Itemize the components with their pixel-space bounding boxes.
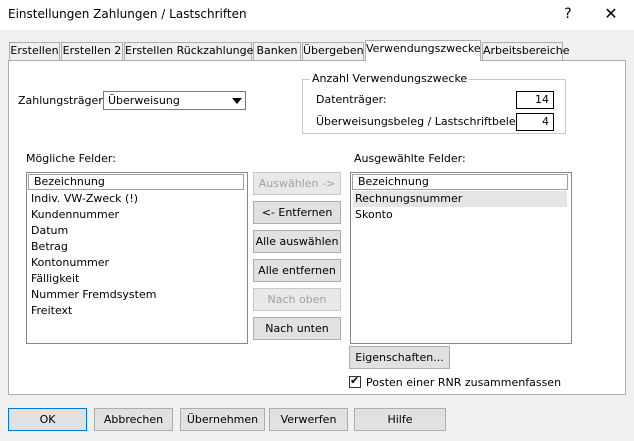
list-item[interactable]: Kontonummer — [31, 256, 110, 269]
title-bar — [0, 0, 634, 30]
help-button[interactable]: Hilfe — [354, 408, 446, 431]
tab-erstellen-rueckzahlungen[interactable]: Erstellen Rückzahlungen — [124, 42, 260, 60]
list-item[interactable]: Skonto — [355, 208, 393, 221]
tab-banken[interactable]: Banken — [253, 42, 301, 60]
chevron-down-icon — [232, 98, 242, 104]
remove-button[interactable]: <- Entfernen — [253, 201, 341, 224]
apply-button[interactable]: Übernehmen — [180, 408, 265, 431]
tab-uebergeben[interactable]: Übergeben — [302, 42, 364, 60]
properties-button[interactable]: Eigenschaften... — [349, 346, 450, 369]
list-item[interactable]: Nummer Fremdsystem — [31, 288, 157, 301]
discard-button[interactable]: Verwerfen — [269, 408, 348, 431]
available-fields-label: Mögliche Felder: — [26, 152, 116, 165]
selected-fields-label: Ausgewählte Felder: — [354, 152, 466, 165]
move-up-button[interactable]: Nach oben — [253, 288, 341, 311]
combine-checkbox-label[interactable]: Posten einer RNR zusammenfassen — [366, 376, 562, 389]
tab-arbeitsbereiche[interactable]: Arbeitsbereiche — [482, 42, 570, 60]
remove-all-button[interactable]: Alle entfernen — [253, 259, 341, 282]
select-all-button[interactable]: Alle auswählen — [253, 230, 341, 253]
list-item[interactable]: Rechnungsnummer — [353, 191, 567, 207]
zahlungstraeger-select[interactable]: Überweisung — [103, 91, 246, 110]
list-item[interactable]: Betrag — [31, 240, 68, 253]
move-down-button[interactable]: Nach unten — [253, 317, 341, 340]
list-item[interactable]: Kundennummer — [31, 208, 119, 221]
checkmark-icon: ✔ — [350, 374, 360, 387]
help-icon[interactable]: ? — [564, 6, 572, 22]
zahlungstraeger-label: Zahlungsträger: — [18, 94, 107, 107]
close-icon[interactable]: ✕ — [604, 4, 618, 23]
window-title: Einstellungen Zahlungen / Lastschriften — [8, 7, 247, 21]
beleg-field[interactable]: 4 — [516, 113, 554, 131]
list-column-header[interactable]: Bezeichnung — [352, 174, 568, 190]
tab-verwendungszwecke[interactable]: Verwendungszwecke — [365, 40, 481, 61]
available-fields-list[interactable]: Bezeichnung Indiv. VW-Zweck (!) Kundennu… — [26, 172, 248, 344]
combine-checkbox[interactable]: ✔ — [349, 374, 361, 388]
group-legend: Anzahl Verwendungszwecke — [310, 72, 470, 85]
dropdown-button[interactable] — [229, 93, 244, 108]
list-item[interactable]: Indiv. VW-Zweck (!) — [31, 192, 139, 205]
datentraeger-label: Datenträger: — [316, 93, 387, 106]
list-column-header[interactable]: Bezeichnung — [28, 174, 244, 190]
cancel-button[interactable]: Abbrechen — [94, 408, 173, 431]
list-item[interactable]: Fälligkeit — [31, 272, 80, 285]
selected-fields-list[interactable]: Bezeichnung Rechnungsnummer Skonto — [350, 172, 572, 344]
select-button[interactable]: Auswählen -> — [253, 172, 341, 195]
list-item[interactable]: Datum — [31, 224, 69, 237]
datentraeger-field[interactable]: 14 — [516, 91, 554, 109]
tab-erstellen-2[interactable]: Erstellen 2 — [61, 42, 123, 60]
list-item[interactable]: Freitext — [31, 304, 73, 317]
tab-erstellen[interactable]: Erstellen — [9, 42, 60, 60]
beleg-label: Überweisungsbeleg / Lastschriftbeleg: — [316, 115, 527, 128]
ok-button[interactable]: OK — [8, 408, 87, 431]
zahlungstraeger-value: Überweisung — [108, 94, 180, 107]
